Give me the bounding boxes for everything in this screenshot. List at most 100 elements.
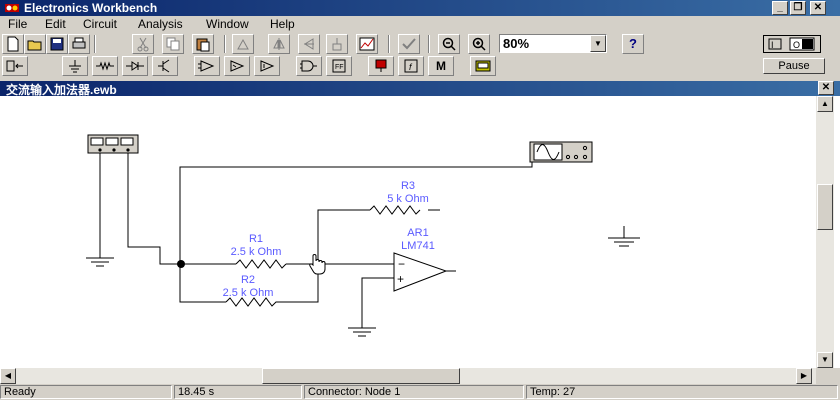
menu-help[interactable]: Help [270,17,295,31]
scroll-down-button[interactable]: ▼ [817,352,833,368]
opamp-name: AR1 [407,227,428,239]
instrument-icon [475,60,491,72]
instruments-bin-button[interactable] [470,56,496,76]
ground-symbol [86,257,114,267]
menu-edit[interactable]: Edit [45,17,66,31]
chevron-left-icon: ◀ [4,371,12,380]
status-connector: Connector: Node 1 [304,385,524,399]
vertical-scroll-thumb[interactable] [817,184,833,230]
scroll-right-button[interactable]: ▶ [796,368,812,384]
flip-vertical-button[interactable] [298,34,320,54]
resistor-r2[interactable] [225,297,290,307]
zoom-value: 80% [503,36,530,51]
transistors-bin-button[interactable] [152,56,178,76]
open-button[interactable] [24,34,46,54]
horizontal-scroll-thumb[interactable] [262,368,460,384]
horizontal-scrollbar[interactable]: ◀ ▶ [0,368,816,384]
resistor-icon [96,61,114,71]
pause-button[interactable]: Pause [763,58,825,74]
analog-ics-bin-button[interactable] [194,56,220,76]
ground-source-icon [69,60,81,73]
zoom-select[interactable]: 80% ▼ [499,34,607,53]
open-folder-icon [27,40,42,51]
flip-vertical-icon [304,38,314,50]
status-bar: Ready 18.45 s Connector: Node 1 Temp: 27 [0,384,840,400]
menu-analysis[interactable]: Analysis [138,17,183,31]
chevron-down-icon[interactable]: ▼ [590,35,606,52]
restore-icon: ❐ [793,2,803,13]
mixed-ic-icon [230,60,245,72]
copy-button[interactable] [162,34,184,54]
flip-horizontal-icon [273,38,285,50]
digital-ics-bin-button[interactable] [254,56,280,76]
diodes-bin-button[interactable] [122,56,148,76]
component-properties-icon [332,38,342,51]
new-file-icon [7,36,19,52]
r3-value: 5 k Ohm [387,193,429,205]
save-button[interactable] [46,34,68,54]
create-subcircuit-button[interactable] [356,34,378,54]
junction-node[interactable] [177,260,185,268]
component-properties-button[interactable] [326,34,348,54]
minimize-icon: _ [777,2,783,13]
app-title: Electronics Workbench [24,1,158,15]
minimize-button[interactable]: _ [772,1,788,15]
restore-button[interactable]: ❐ [790,1,806,15]
check-button[interactable] [398,34,420,54]
basic-bin-button[interactable] [92,56,118,76]
favorites-bin-button[interactable] [2,56,28,76]
flip-horizontal-button[interactable] [268,34,290,54]
menu-window[interactable]: Window [206,17,249,31]
chevron-right-icon: ▶ [800,371,808,380]
status-temperature: Temp: 27 [526,385,838,399]
scissors-icon [137,37,149,52]
status-state: Ready [0,385,172,399]
digital-bin-button[interactable]: FF [326,56,352,76]
circuit-canvas[interactable]: R3 5 k Ohm R1 2.5 k Ohm R2 2.5 k Ohm AR1… [0,96,816,368]
help-button[interactable]: ? [622,34,644,54]
scroll-up-button[interactable]: ▲ [817,96,833,112]
rotate-button[interactable] [232,34,254,54]
sources-bin-button[interactable] [62,56,88,76]
zoom-out-icon [442,37,456,51]
menu-file[interactable]: File [8,17,28,31]
function-generator-instrument[interactable] [87,134,139,154]
indicator-icon [375,59,387,72]
vertical-scrollbar[interactable]: ▲ ▼ [816,96,834,368]
close-icon: ✕ [821,82,831,93]
new-button[interactable] [2,34,24,54]
transistor-icon [158,59,170,73]
zoom-out-button[interactable] [438,34,460,54]
miscellaneous-bin-button[interactable]: M [428,56,454,76]
control-icon: f [404,59,418,73]
resistor-r1[interactable] [235,259,287,269]
ground-symbol [348,327,376,337]
zoom-in-button[interactable] [468,34,490,54]
print-button[interactable] [68,34,90,54]
favorites-bin-icon [6,60,23,72]
close-button[interactable]: ✕ [810,1,826,15]
parts-bin-toolbar: FF f M [0,56,500,76]
scroll-left-button[interactable]: ◀ [0,368,16,384]
logic-gates-bin-button[interactable] [296,56,322,76]
menu-circuit[interactable]: Circuit [83,17,118,31]
analog-ic-icon [198,60,215,72]
app-title-bar: Electronics Workbench _ ❐ ✕ [0,0,840,16]
mixed-ics-bin-button[interactable] [224,56,250,76]
resistor-r3[interactable] [369,205,421,215]
oscilloscope-instrument[interactable] [529,141,593,163]
document-title-bar: 交流输入加法器.ewb ✕ [0,81,840,97]
indicators-bin-button[interactable] [368,56,394,76]
controls-bin-button[interactable]: f [398,56,424,76]
opamp-noninverting-pin: + [397,272,404,286]
hand-cursor-icon [309,254,326,275]
document-title: 交流输入加法器.ewb [6,83,117,97]
opamp-ar1[interactable] [393,252,448,292]
cut-button[interactable] [132,34,154,54]
document-close-button[interactable]: ✕ [818,81,834,95]
paste-button[interactable] [192,34,214,54]
size-grip[interactable] [816,368,840,384]
ground-symbol[interactable] [608,226,640,247]
